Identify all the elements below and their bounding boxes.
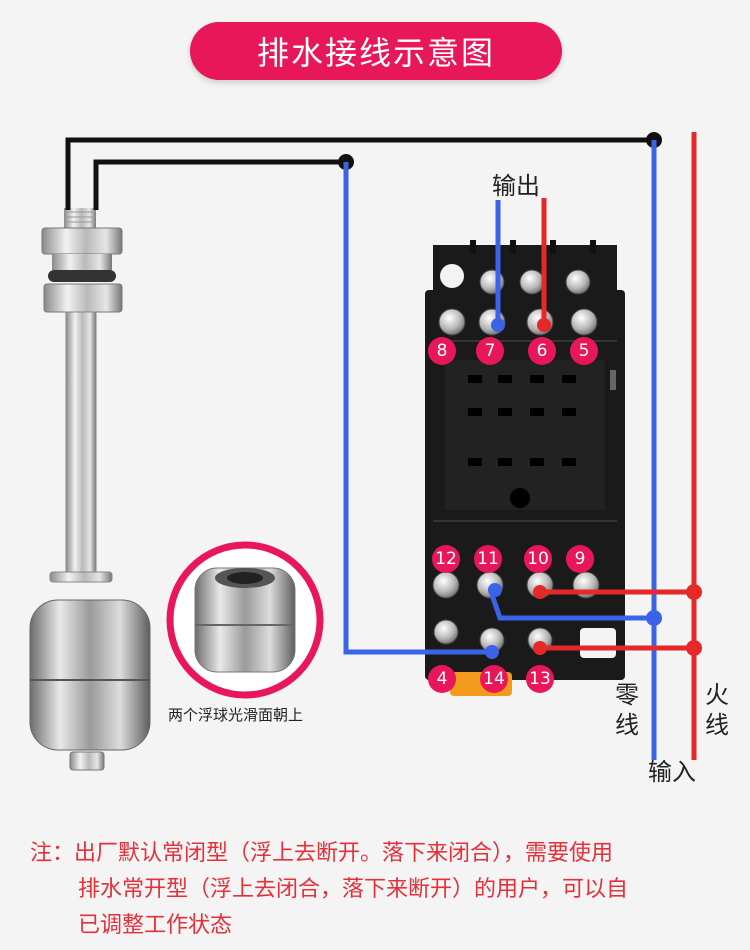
terminal-5-badge: 5	[570, 337, 598, 365]
terminal-7-badge: 7	[476, 337, 504, 365]
terminal-6-badge: 6	[528, 337, 556, 365]
note-text: 注：出厂默认常闭型（浮上去断开。落下来闭合），需要使用 排水常开型（浮上去闭合，…	[30, 836, 720, 944]
wire-end	[533, 641, 547, 655]
terminal-9-badge: 9	[566, 545, 594, 573]
junction-dot	[686, 640, 702, 656]
input-label: 输入	[648, 758, 696, 786]
wire-end	[491, 318, 505, 332]
neutral-label: 零线	[615, 681, 639, 739]
float-switch	[29, 208, 151, 771]
page-title: 排水接线示意图	[190, 22, 562, 80]
output-label: 输出	[492, 172, 540, 200]
wire-end	[533, 585, 547, 599]
terminal-8-badge: 8	[428, 337, 456, 365]
wire-end	[488, 583, 502, 597]
terminal-10-badge: 10	[524, 545, 552, 573]
terminal-11-badge: 11	[474, 545, 502, 573]
wire-end	[485, 645, 499, 659]
float-ball-inset	[166, 541, 324, 699]
terminal-13-badge: 13	[526, 665, 554, 693]
junction-dot	[646, 610, 662, 626]
terminal-14-badge: 14	[480, 665, 508, 693]
terminal-4-badge: 4	[428, 665, 456, 693]
junction-dot	[686, 584, 702, 600]
float-caption: 两个浮球光滑面朝上	[168, 706, 304, 724]
note-line-3: 已调整工作状态	[78, 913, 233, 938]
note-line-2: 排水常开型（浮上去闭合，落下来断开）的用户，可以自	[78, 877, 629, 902]
live-label: 火线	[705, 681, 729, 739]
float-switch-wires	[65, 137, 654, 210]
blue-wires	[343, 140, 657, 760]
terminal-12-badge: 12	[432, 545, 460, 573]
note-line-1: 注：出厂默认常闭型（浮上去断开。落下来闭合），需要使用	[30, 841, 614, 866]
wire-end	[537, 318, 551, 332]
